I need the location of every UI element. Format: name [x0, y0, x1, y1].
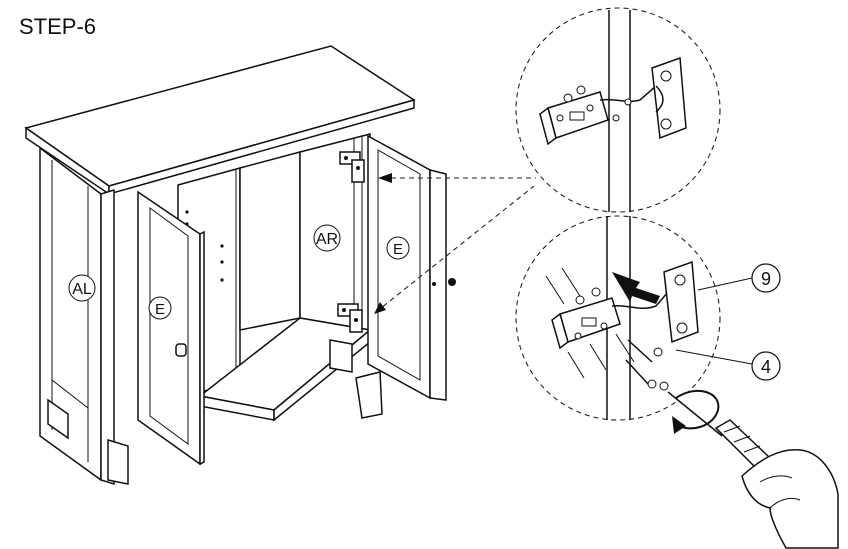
callout-9-leader [697, 277, 753, 291]
right-door-knob [448, 278, 456, 286]
screw-icons [545, 267, 669, 391]
zoom-detail-hinge [515, 7, 721, 213]
callout-hinge: 9 [751, 263, 781, 293]
right-door [367, 134, 431, 400]
hand-icon [741, 449, 839, 549]
svg-text:AR: AR [316, 231, 338, 248]
screwdriver-icon [667, 391, 772, 469]
left-side-panel [39, 146, 102, 482]
svg-text:4: 4 [761, 357, 771, 377]
svg-text:E: E [393, 241, 403, 258]
label-a-right: AR [313, 224, 341, 252]
cabinet [24, 45, 456, 486]
label-a-left: AL [68, 274, 96, 302]
label-door-right: E [386, 236, 410, 260]
lower-hinge-icon [337, 303, 363, 333]
push-arrow-icon [612, 272, 660, 304]
rotate-arrow-icon [675, 389, 720, 430]
svg-text:E: E [155, 301, 165, 318]
step-title: STEP-6 [19, 14, 97, 39]
callout-4-leader [675, 349, 753, 365]
right-leg [355, 371, 383, 419]
zoom-detail-screwing [515, 215, 721, 434]
leader-lower [375, 185, 535, 313]
left-door [137, 190, 201, 466]
label-door-left: E [148, 296, 172, 320]
left-door-knob [175, 343, 187, 357]
callout-screw: 4 [751, 351, 781, 381]
svg-text:9: 9 [761, 269, 771, 289]
center-divider [239, 151, 301, 331]
svg-text:AL: AL [72, 281, 92, 298]
upper-hinge-icon [339, 151, 365, 183]
